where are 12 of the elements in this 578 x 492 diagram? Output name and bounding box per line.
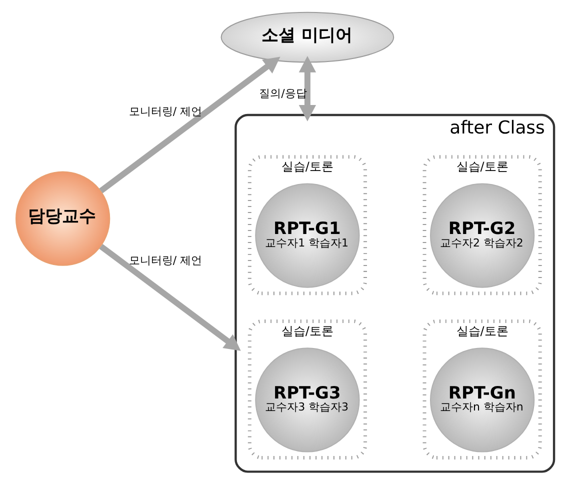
edge-label: 모니터링/ 제언 — [128, 104, 202, 118]
arrow — [99, 244, 241, 351]
node-circle: RPT-G3 교수자3 학습자3 — [255, 348, 360, 452]
node-circle: RPT-Gn 교수자n 학습자n — [430, 348, 535, 452]
arrow — [298, 56, 316, 122]
edge-label: 질의/응답 — [259, 87, 307, 100]
node-circle: 담당교수 — [15, 171, 110, 266]
edge-label: 모니터링/ 제언 — [128, 254, 202, 268]
node-ellipse: 소셜 미디어 — [220, 12, 394, 63]
node-circle: RPT-G2 교수자2 학습자2 — [430, 183, 535, 288]
arrow — [99, 56, 280, 194]
node-circle: RPT-G1 교수자1 학습자1 — [255, 183, 360, 288]
